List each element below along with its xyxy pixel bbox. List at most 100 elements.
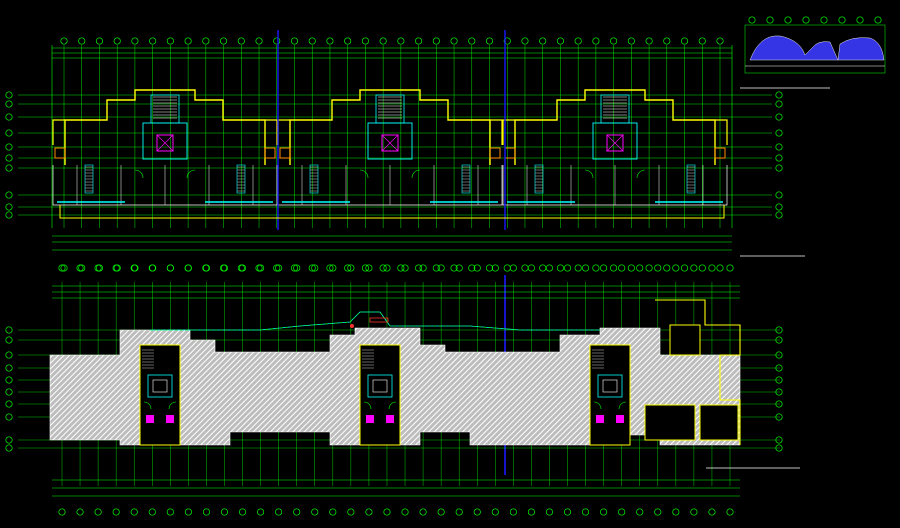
grid-bubble-bottom (326, 264, 334, 272)
grid-bubble-bottom-lower (76, 508, 84, 516)
grid-bubble-bottom-lower (690, 508, 698, 516)
grid-bubble-right (775, 143, 783, 151)
grid-bubble-circle (5, 388, 13, 396)
grid-bubble-circle (5, 376, 13, 384)
grid-bubble-circle (509, 264, 517, 272)
grid-bubble-right (775, 113, 783, 121)
grid-bubble-circle (202, 508, 210, 516)
grid-bubble-top (592, 37, 600, 45)
grid-bubble-top (397, 37, 405, 45)
grid-bubble-circle (257, 264, 265, 272)
grid-bubble-circle (708, 264, 716, 272)
upper-unit-wall (289, 89, 491, 165)
grid-bubble-top-lower (654, 264, 662, 272)
grid-bubble-circle (255, 264, 263, 272)
grid-bubble-circle (726, 264, 734, 272)
grid-bubble-circle (775, 143, 783, 151)
grid-bubble-bottom (397, 264, 405, 272)
grid-bubble-circle (556, 264, 564, 272)
grid-bubble-circle (293, 508, 301, 516)
grid-bubble-circle (5, 211, 13, 219)
lower-core-void (589, 344, 631, 446)
grid-bubble-circle (775, 388, 783, 396)
grid-bubble-bottom (290, 264, 299, 272)
grid-bubble-circle (600, 508, 608, 516)
grid-bubble-top-lower (563, 264, 572, 272)
grid-bubble-circle (275, 508, 283, 516)
grid-bubble-circle (293, 264, 301, 272)
grid-bubble-circle (450, 264, 458, 272)
grid-bubble-circle (130, 264, 138, 272)
grid-bubble-circle (503, 264, 511, 272)
grid-bubble-left (5, 91, 13, 99)
grid-bubble-bottom-lower (582, 508, 590, 516)
grid-bubble-circle (672, 264, 680, 272)
grid-bubble-bottom (592, 264, 600, 272)
grid-bubble-bottom-lower (672, 508, 680, 516)
grid-bubble-bottom-lower (437, 508, 445, 516)
elevator-shaft (156, 134, 174, 152)
grid-bubble-circle (148, 508, 156, 516)
grid-bubble-circle (563, 264, 572, 272)
upper-unit-wall (277, 119, 290, 145)
grid-bubble-circle (326, 264, 334, 272)
door-swing (411, 169, 421, 179)
grid-bubble-right (775, 129, 783, 137)
lower-elevator-shaft (372, 379, 388, 393)
lower-right-room (644, 404, 696, 441)
grid-bubble-bottom (308, 264, 316, 272)
grid-bubble-bottom-lower (202, 508, 210, 516)
grid-bubble-top-lower (690, 264, 698, 272)
grid-bubble-circle (610, 37, 618, 45)
grid-bubble-circle (5, 129, 13, 137)
grid-bubble-circle (627, 264, 635, 272)
grid-bubble-circle (344, 37, 352, 45)
grid-bubble-top (290, 37, 299, 45)
grid-bubble-bottom-lower (148, 508, 156, 516)
grid-bubble-top (415, 37, 423, 45)
grid-bubble-circle (775, 100, 783, 108)
service-route-line (150, 311, 600, 331)
grid-bubble-left (5, 191, 13, 199)
grid-bubble-top (95, 37, 104, 45)
grid-bubble-top (645, 37, 653, 45)
grid-bubble-circle (708, 508, 716, 516)
grid-bubble-top-lower (600, 264, 608, 272)
grid-bubble-circle (775, 326, 783, 334)
grid-bubble-circle (539, 37, 547, 45)
grid-bubble-circle (166, 37, 174, 45)
grid-bubble-circle (401, 508, 409, 516)
grid-bubble-circle (5, 326, 13, 334)
grid-bubble-circle (347, 264, 355, 272)
grid-bubble-circle (485, 264, 494, 272)
grid-bubble-right-lower (775, 376, 783, 384)
grid-bubble-top-lower (726, 264, 734, 272)
grid-bubble-bottom-lower (491, 508, 499, 516)
grid-bubble-circle (775, 351, 783, 359)
grid-bubble-circle (112, 508, 120, 516)
keyplan-bubble (874, 16, 882, 24)
grid-bubble-circle (680, 264, 689, 272)
grid-bubble-circle (419, 508, 427, 516)
grid-bubble-top (184, 37, 192, 45)
grid-bubble-bottom (60, 264, 68, 272)
grid-bubble-circle (329, 508, 337, 516)
grid-bubble-top-lower (437, 264, 445, 272)
grid-bubble-circle (468, 37, 476, 45)
grid-bubble-left (5, 113, 13, 121)
grid-bubble-circle (627, 37, 635, 45)
grid-bubble-top-lower (347, 264, 355, 272)
grid-bubble-top-lower (184, 264, 192, 272)
grid-bubble-bottom-lower (257, 508, 265, 516)
grid-bubble-bottom-lower (383, 508, 391, 516)
grid-bubble-bottom-lower (347, 508, 355, 516)
grid-bubble-top-lower (311, 264, 319, 272)
grid-bubble-bottom-lower (184, 508, 192, 516)
grid-bubble-top (131, 37, 139, 45)
grid-bubble-circle (365, 508, 373, 516)
grid-bubble-left-lower (5, 444, 13, 452)
grid-bubble-top (60, 37, 68, 45)
grid-bubble-circle (184, 264, 192, 272)
